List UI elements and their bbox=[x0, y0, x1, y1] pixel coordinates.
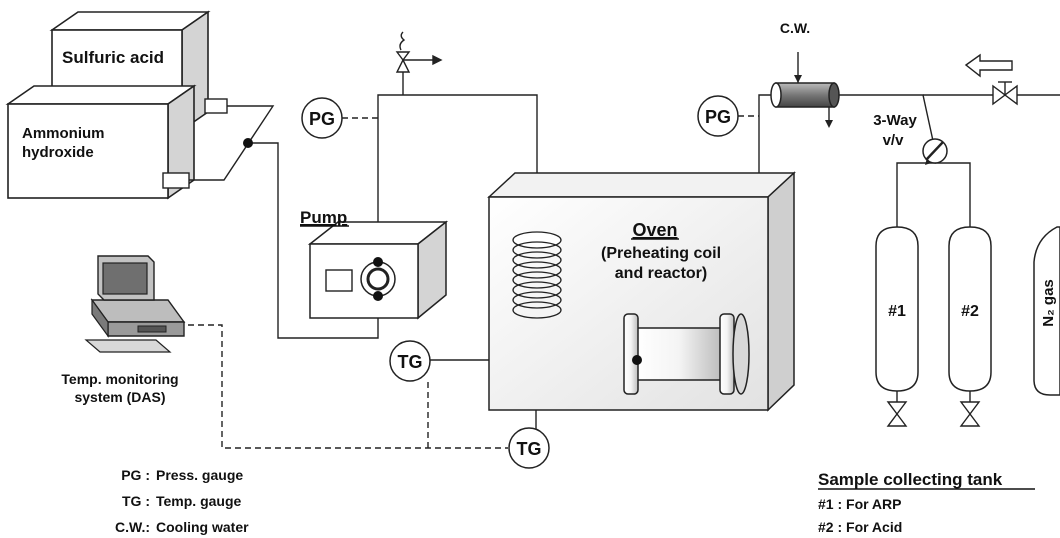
legend-right-item-1: #1 : For ARP bbox=[818, 496, 902, 512]
three-way-valve-icon: 3-Way v/v bbox=[873, 112, 948, 165]
pressure-gauge-2: PG bbox=[697, 95, 739, 137]
legend-val-2: Temp. gauge bbox=[156, 493, 242, 509]
ammonium-label-1: Ammonium bbox=[22, 125, 105, 142]
tg-label-2: TG bbox=[517, 439, 542, 459]
legend-right-item-2: #2 : For Acid bbox=[818, 519, 902, 535]
n2-gas-cylinder: N₂ gas bbox=[1033, 226, 1060, 396]
legend-val-1: Press. gauge bbox=[156, 467, 243, 483]
oven-subtitle-1: (Preheating coil bbox=[601, 245, 721, 262]
legend-key-1: PG : bbox=[121, 467, 150, 483]
flow-arrow-icon bbox=[964, 53, 1013, 78]
tank-1-label: #1 bbox=[888, 303, 906, 320]
sulfuric-acid-label: Sulfuric acid bbox=[62, 48, 164, 67]
computer-icon: Temp. monitoring system (DAS) bbox=[61, 255, 186, 405]
oven-title: Oven bbox=[632, 220, 677, 240]
ammonium-label-2: hydroxide bbox=[22, 144, 94, 161]
valve-label-1: 3-Way bbox=[873, 112, 917, 129]
cooling-condenser: C.W. bbox=[770, 20, 840, 128]
computer-label-2: system (DAS) bbox=[74, 389, 165, 405]
legend-right-title: Sample collecting tank bbox=[818, 470, 1003, 489]
n2-gas-label: N₂ gas bbox=[1040, 279, 1057, 327]
cw-label: C.W. bbox=[780, 20, 810, 36]
pump-unit: Pump bbox=[300, 208, 449, 320]
tg-label-1: TG bbox=[398, 352, 423, 372]
tank-outlets bbox=[162, 98, 228, 189]
collection-tank-2: #2 bbox=[948, 226, 992, 427]
preheating-coil bbox=[512, 231, 562, 319]
pg-label-2: PG bbox=[705, 107, 731, 127]
temp-gauge-2: TG bbox=[508, 427, 550, 469]
oven-subtitle-2: and reactor) bbox=[615, 265, 707, 282]
valve-label-2: v/v bbox=[883, 132, 905, 149]
reactor-tube bbox=[623, 313, 750, 395]
collection-tank-1: #1 bbox=[875, 226, 919, 427]
pump-label: Pump bbox=[300, 208, 347, 227]
temp-gauge-1: TG bbox=[389, 340, 431, 382]
pg-label-1: PG bbox=[309, 109, 335, 129]
legend-key-2: TG : bbox=[122, 493, 150, 509]
computer-label-1: Temp. monitoring bbox=[61, 371, 178, 387]
legend-val-3: Cooling water bbox=[156, 519, 249, 535]
legend-sample-tanks: Sample collecting tank #1 : For ARP #2 :… bbox=[818, 470, 1035, 535]
signal-lines bbox=[188, 115, 759, 449]
pressure-gauge-1: PG bbox=[301, 97, 343, 139]
relief-valve-icon bbox=[395, 31, 443, 73]
inlet-valve-icon bbox=[992, 81, 1018, 106]
legend-key-3: C.W.: bbox=[115, 519, 150, 535]
legend-abbreviations: PG : Press. gauge TG : Temp. gauge C.W.:… bbox=[115, 467, 249, 535]
ammonium-hydroxide-tank: Ammonium hydroxide bbox=[5, 84, 197, 200]
tank-2-label: #2 bbox=[961, 303, 979, 320]
